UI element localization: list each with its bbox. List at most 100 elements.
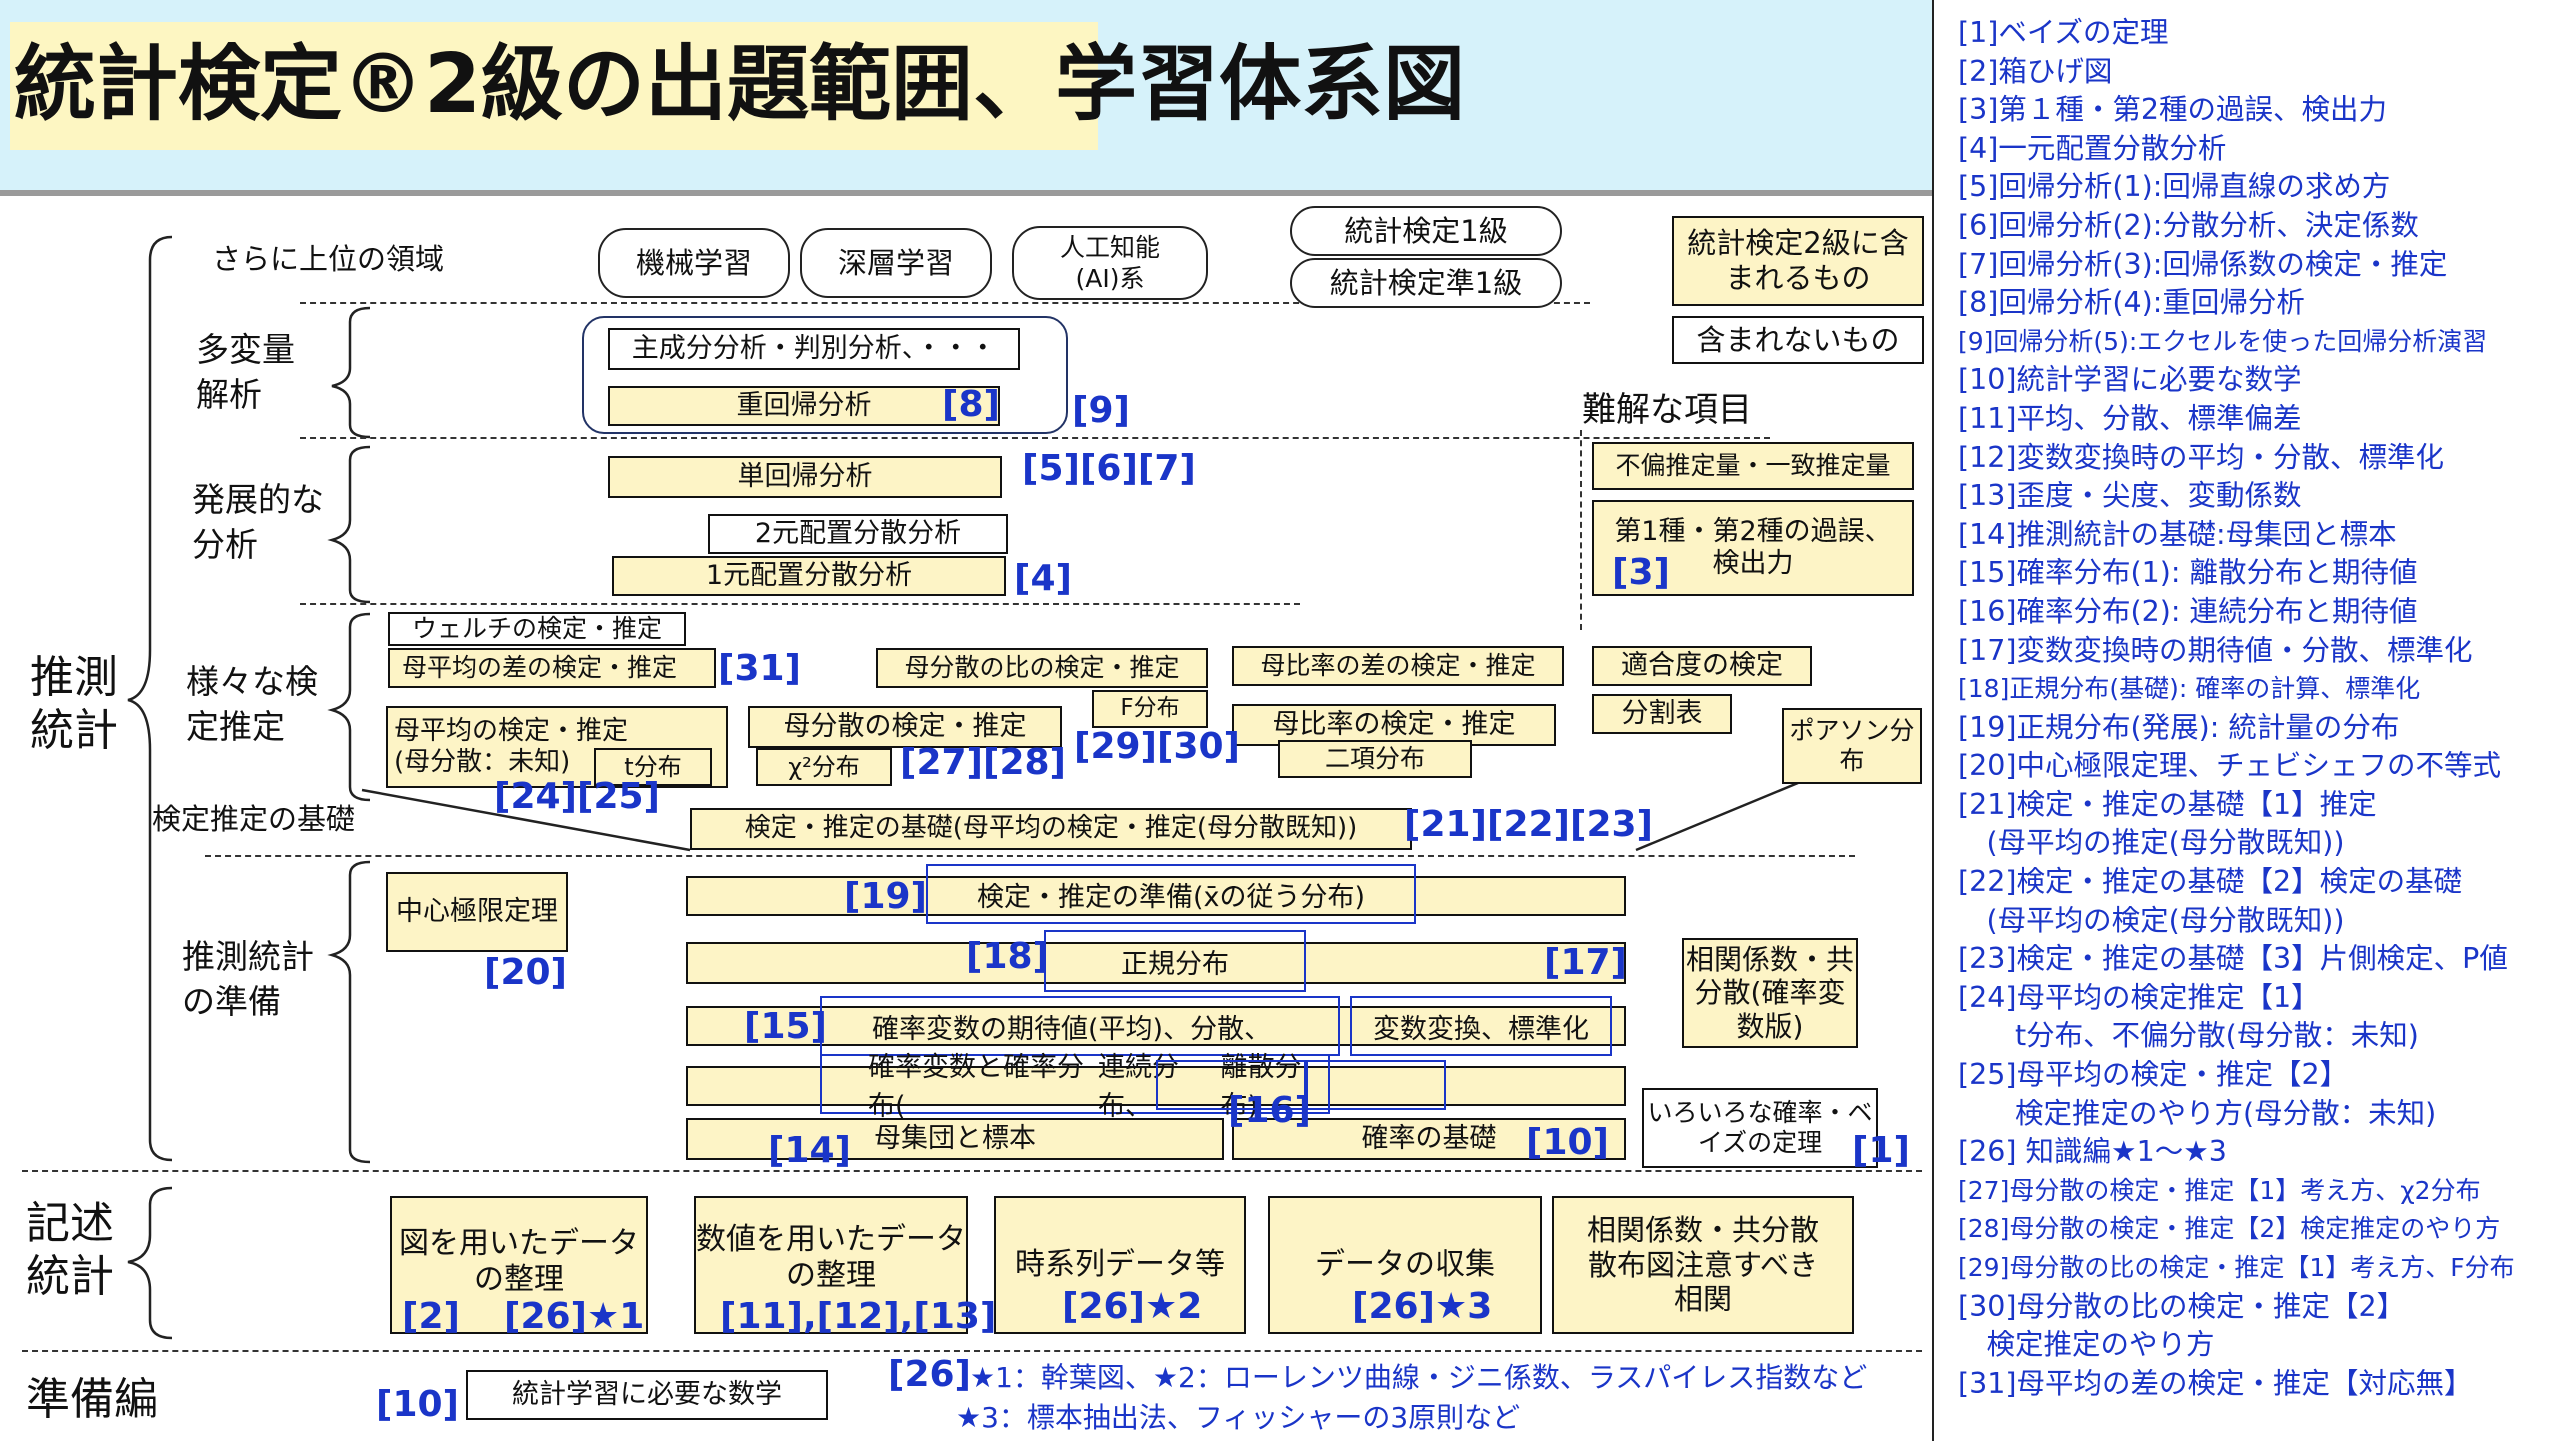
page-title-sub: 、学習体系図 [973,37,1466,132]
ref-26-star2: [26]★2 [1062,1286,1203,1327]
section-advanced: 発展的な分析 [192,480,324,564]
legend-item: [21]検定・推定の基礎【1】推定 [1958,787,2377,821]
box-var-test-label: 母分散の検定・推定 [783,710,1027,742]
legend-item: [26] 知識編★1～★3 [1958,1135,2227,1169]
legend-item: (母平均の推定(母分散既知)) [1958,826,2345,860]
box-discrete-label: 離散分布) [1220,1052,1302,1122]
pill-machine-learning-label: 機械学習 [635,245,752,280]
legend-item: [2]箱ひげ図 [1958,54,2113,88]
box-prob-basics: 確率の基礎 [1232,1118,1626,1160]
box-var-test: 母分散の検定・推定 [748,706,1062,748]
box-binomial: 二項分布 [1278,740,1472,778]
key-included-label: 統計検定2級に含まれるもの [1687,226,1909,295]
frame-random-variable: 確率変数と確率分布(連続分布、離散分布) [820,1052,1330,1122]
legend-item: [22]検定・推定の基礎【2】検定の基礎 [1958,865,2463,899]
box-population: 母集団と標本 [686,1118,1224,1160]
legend-item: [8]回帰分析(4):重回帰分析 [1958,286,2305,320]
box-chi-dist-label: χ²分布 [788,752,860,781]
box-expectation-label: 確率変数の期待値(平均)、分散、 [872,1013,1272,1045]
section-higher: さらに上位の領域 [212,242,445,276]
box-contingency-table-label: 分割表 [1621,697,1703,729]
box-prob-basics-label: 確率の基礎 [1361,1122,1497,1154]
side-label-prep: 準備編 [26,1374,158,1425]
ref-4: [4] [1014,558,1072,599]
box-mean-test-label: 母平均の検定・推定 [394,715,629,746]
box-poisson-label: ポアソン分布 [1789,716,1915,775]
ref-24-25: [24][25] [494,776,661,817]
legend-item: (母平均の検定(母分散既知)) [1958,903,2345,937]
legend-item: [17]変数変換時の期待値・分散、標準化 [1958,633,2473,667]
legend-item: [11]平均、分散、標準偏差 [1958,401,2302,435]
legend-item: 検定推定のやり方(母分散：未知) [1958,1096,2437,1130]
box-anova1-label: 1元配置分散分析 [705,559,913,591]
legend-item: [7]回帰分析(3):回帰係数の検定・推定 [1958,247,2448,281]
box-mean-diff: 母平均の差の検定・推定 [388,648,716,688]
box-numeric-organize-label: 数値を用いたデータの整理 [696,1222,966,1293]
ref-15: [15] [744,1006,828,1047]
frame-normal: 正規分布 [1044,930,1306,992]
legend-item: [3]第１種・第2種の過誤、検出力 [1958,93,2388,127]
key-included: 統計検定2級に含まれるもの [1672,216,1924,306]
title-highlight [10,22,1098,150]
separator-advanced [300,603,1300,605]
legend-item: [18]正規分布(基礎): 確率の計算、標準化 [1958,674,2421,704]
box-prop-test: 母比率の検定・推定 [1232,704,1556,746]
ref-20: [20] [484,952,568,993]
ref-2: [2] [402,1296,460,1337]
legend-item: [14]推測統計の基礎:母集団と標本 [1958,517,2397,551]
box-binomial-label: 二項分布 [1324,744,1425,773]
ref-26-star3: [26]★3 [1352,1286,1493,1327]
box-prop-test-label: 母比率の検定・推定 [1272,708,1516,740]
separator-descriptive [22,1170,1922,1172]
box-pca-label: 主成分分析・判別分析、・・・ [631,332,997,364]
box-var-ratio-label: 母分散の比の検定・推定 [904,653,1180,682]
box-contingency-table: 分割表 [1592,694,1732,734]
section-inference-prep: 推測統計の準備 [182,937,314,1021]
pill-deep-learning: 深層学習 [800,228,992,298]
box-welch: ウェルチの検定・推定 [388,612,686,646]
box-prop-diff: 母比率の差の検定・推定 [1232,646,1564,686]
box-clt: 中心極限定理 [386,872,568,952]
ref-26: [26] [888,1354,972,1395]
box-bayes: いろいろな確率・ベイズの定理 [1642,1088,1878,1168]
ref-29-30: [29][30] [1074,726,1241,767]
page-title: 統計検定®2級の出題範囲、学習体系図 [14,30,1465,141]
box-poisson: ポアソン分布 [1782,708,1922,784]
pill-ai-line2: (AI)系 [1075,264,1145,293]
box-unbiased-estimator-label: 不偏推定量・一致推定量 [1615,451,1891,480]
box-multiple-regression: 重回帰分析 [608,386,1000,426]
box-multiple-regression-label: 重回帰分析 [736,389,872,421]
box-prep-test [686,876,1626,916]
reference-legend: [1]ベイズの定理[2]箱ひげ図[3]第１種・第2種の過誤、検出力[4]一元配置… [1932,0,2561,1441]
separator-prep [22,1350,1922,1352]
box-random-variable-label: 確率変数と確率分布( [868,1052,1084,1122]
box-correlation-label: 相関係数・共分散(確率変数版) [1685,942,1854,1043]
key-excluded-label: 含まれないもの [1696,322,1900,357]
box-mean-test: 母平均の検定・推定 (母分散：未知) [386,706,728,788]
pill-jun1-label: 統計検定準1級 [1329,265,1523,300]
ref-17: [17] [1544,942,1628,983]
ref-26-star1: [26]★1 [504,1296,645,1337]
ref-21-22-23: [21][22][23] [1404,804,1654,845]
box-data-collection: データの収集 [1268,1196,1542,1334]
box-pca: 主成分分析・判別分析、・・・ [608,328,1020,370]
ref-27-28: [27][28] [900,742,1067,783]
box-goodness-of-fit: 適合度の検定 [1592,646,1812,686]
box-data-collection-label: データの収集 [1315,1247,1495,1282]
ref-14: [14] [768,1130,852,1171]
box-unbiased-estimator: 不偏推定量・一致推定量 [1592,442,1914,490]
ref-8: [8] [942,384,1000,425]
ref-11-12-13: [11],[12],[13] [720,1296,997,1337]
box-f-dist-label: F分布 [1120,695,1180,722]
frame-prep-test: 検定・推定の準備(x̄の従う分布) [926,864,1416,924]
ref-19: [19] [844,876,928,917]
box-math: 統計学習に必要な数学 [466,1370,828,1420]
box-mean-diff-label: 母平均の差の検定・推定 [402,653,678,682]
legend-item: [9]回帰分析(5):エクセルを使った回帰分析演習 [1958,326,2488,356]
separator-difficult-vertical [1580,430,1582,630]
side-label-inference: 推測統計 [30,652,118,756]
ref-10-prep: [10] [376,1384,460,1425]
side-label-descriptive: 記述統計 [26,1198,114,1302]
ref-3: [3] [1612,552,1670,593]
box-anova1: 1元配置分散分析 [612,556,1006,596]
